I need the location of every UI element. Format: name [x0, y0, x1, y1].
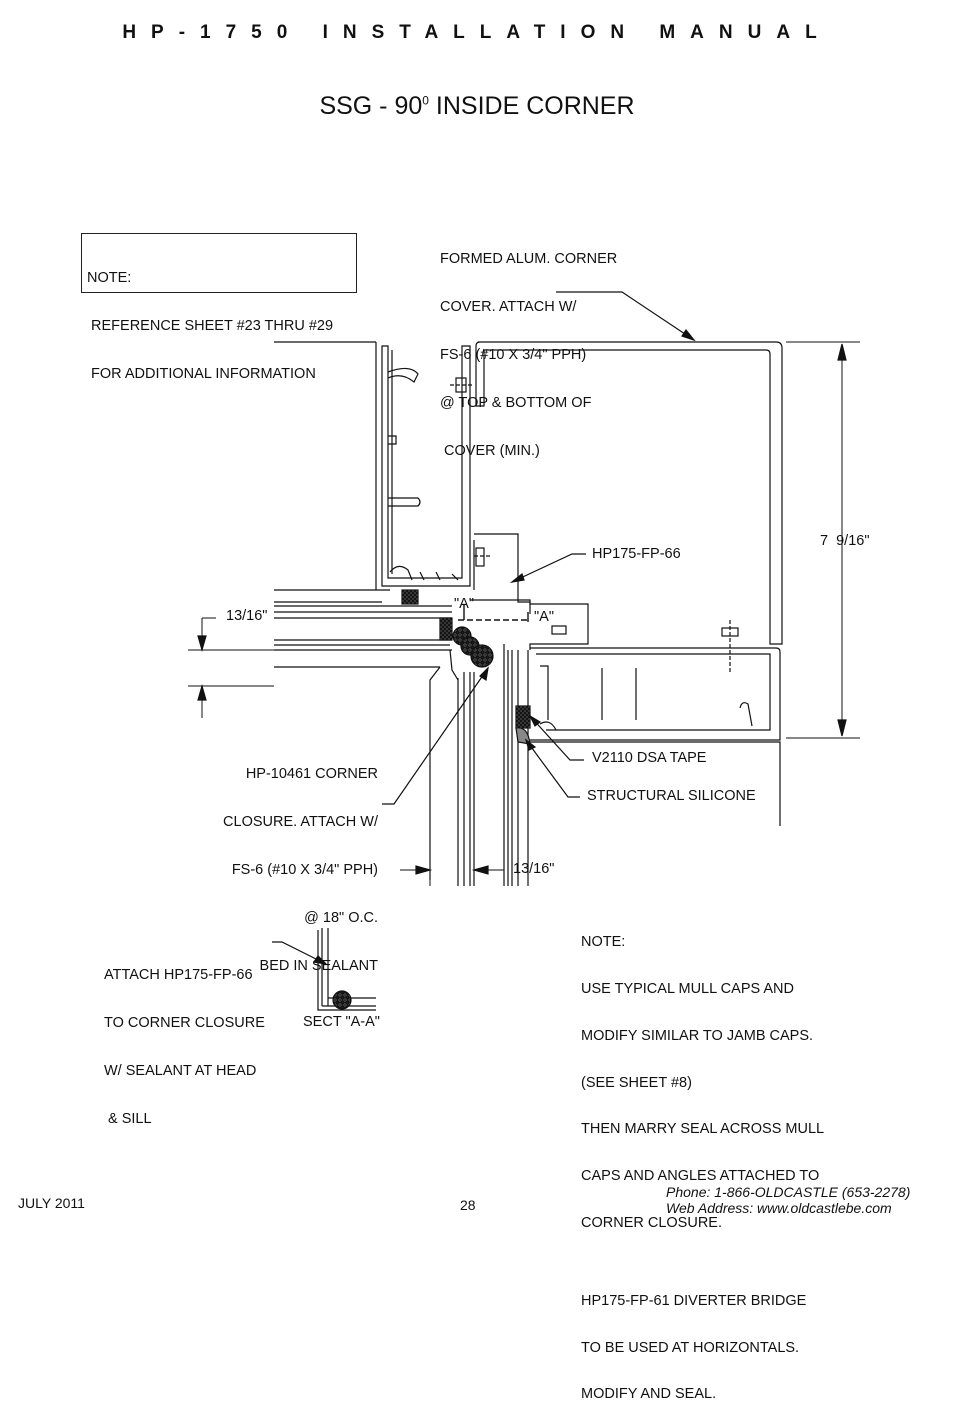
footer-phone: Phone: 1-866-OLDCASTLE (653-2278) [666, 1184, 911, 1200]
corner-closure-callout: HP-10461 CORNER CLOSURE. ATTACH W/ FS-6 … [218, 734, 378, 990]
section-aa-label: SECT "A-A" [303, 1014, 380, 1030]
callout-line: FORMED ALUM. CORNER [440, 251, 618, 267]
bottom-dim-arrow-2 [471, 865, 489, 875]
note-line: TO BE USED AT HORIZONTALS. [581, 1339, 800, 1356]
corner-cover-callout: FORMED ALUM. CORNER COVER. ATTACH W/ FS-… [440, 219, 617, 475]
screw-right-2 [551, 625, 567, 635]
dsa-tape-callout: V2110 DSA TAPE [592, 750, 707, 766]
section-detail-gasket [332, 990, 352, 1010]
callout-line: CLOSURE. ATTACH W/ [223, 814, 378, 830]
glass-diagonal-1 [429, 666, 441, 880]
callout-line: & SILL [104, 1111, 152, 1127]
silicone-leader [525, 739, 580, 798]
corner-cover-arrow [681, 328, 696, 342]
note-line: HP175-FP-61 DIVERTER BRIDGE [581, 1292, 807, 1309]
reference-note-box [81, 233, 357, 293]
mullion-fin-3 [388, 435, 397, 445]
silicone-callout: STRUCTURAL SILICONE [587, 788, 756, 804]
reference-note-line: FOR ADDITIONAL INFORMATION [87, 366, 316, 382]
left-mullion [381, 345, 471, 587]
right-mullion [530, 647, 781, 741]
corner-closure-arrow [479, 666, 489, 682]
callout-line: TO CORNER CLOSURE [104, 1015, 265, 1031]
right-mullion-fin [540, 665, 753, 727]
footer-web: Web Address: www.oldcastlebe.com [666, 1200, 892, 1216]
bottom-dim-arrow-1 [415, 865, 433, 875]
footer-date: JULY 2011 [18, 1195, 85, 1211]
dsa-tape-leader [529, 715, 584, 761]
section-marker-right: "A" [534, 609, 554, 625]
degree-superscript: 0 [422, 93, 429, 108]
fp66-arrow [509, 572, 525, 583]
callout-line: @ 18" O.C. [304, 910, 378, 926]
note-line: MODIFY SIMILAR TO JAMB CAPS. [581, 1027, 814, 1044]
glass-diagonal-2 [449, 649, 459, 681]
note-line: CAPS AND ANGLES ATTACHED TO [581, 1168, 820, 1185]
right-mullion-bottom-line [530, 741, 781, 826]
section-detail-vertical [321, 928, 329, 1006]
reference-note-line: NOTE: [87, 270, 132, 286]
callout-line: W/ SEALANT AT HEAD [104, 1063, 257, 1079]
note-line: USE TYPICAL MULL CAPS AND [581, 980, 795, 997]
height-dim-arrow-bottom [837, 719, 847, 737]
drawing-title: SSG - 900 INSIDE CORNER [0, 92, 954, 121]
drawing-title-main: SSG - 90 [319, 92, 423, 120]
fp66-plate [474, 533, 531, 614]
inside-corner-drawing [188, 291, 860, 1011]
note-line: (SEE SHEET #8) [581, 1074, 692, 1091]
dsa-tape-arrow [528, 714, 542, 727]
height-dim-arrow-top [837, 343, 847, 361]
setting-block-top [402, 590, 418, 604]
screw-mid [475, 547, 485, 567]
callout-line: FS-6 (#10 X 3/4" PPH) [231, 862, 378, 878]
fp66-callout: HP175-FP-66 [592, 546, 681, 562]
dsa-tape-block [516, 706, 530, 728]
section-detail-arrow [312, 955, 328, 965]
setting-block-top-outline [401, 589, 419, 605]
drawing-title-rest: INSIDE CORNER [428, 92, 635, 120]
callout-line: ATTACH HP175-FP-66 [104, 967, 253, 983]
section-detail-callout: ATTACH HP175-FP-66 TO CORNER CLOSURE W/ … [104, 935, 265, 1143]
callout-line: HP-10461 CORNER [245, 766, 378, 782]
bottom-dimension-label: 13/16" [513, 861, 555, 877]
mullion-bottom [389, 565, 459, 581]
setting-block-left-outline [439, 617, 453, 641]
corner-closure-leader [382, 667, 489, 805]
silicone-arrow [524, 738, 537, 751]
corner-cover-outline [475, 341, 783, 645]
setting-block-left [440, 618, 452, 640]
note-line: CORNER CLOSURE. [581, 1214, 722, 1231]
note-line: MODIFY AND SEAL. [581, 1386, 717, 1403]
corner-cover-leader [556, 291, 695, 341]
right-mullion-inner [536, 653, 771, 731]
corner-closure-angle [470, 599, 589, 650]
fp66-leader [511, 553, 586, 583]
mullion-fin-1 [387, 367, 419, 383]
note-line: NOTE: [581, 934, 626, 951]
gasket-3 [470, 644, 494, 668]
callout-line: @ TOP & BOTTOM OF [440, 395, 592, 411]
note-line: THEN MARRY SEAL ACROSS MULL [581, 1121, 825, 1138]
callout-line: FS-6 (#10 X 3/4" PPH) [440, 347, 587, 363]
callout-line: COVER. ATTACH W/ [440, 299, 577, 315]
reference-note-line: REFERENCE SHEET #23 THRU #29 [87, 318, 334, 334]
left-dim-arrow-1 [197, 635, 207, 653]
section-detail-leader [272, 941, 327, 965]
mullion-fin-2 [388, 497, 421, 507]
height-dimension-label: 7 9/16" [820, 533, 870, 549]
page-number: 28 [460, 1197, 476, 1213]
manual-header: HP-1750 INSTALLATION MANUAL [122, 22, 832, 43]
left-dim-arrow-2 [197, 683, 207, 701]
left-dimension-label: 13/16" [226, 608, 268, 624]
glass-right-edge [539, 721, 557, 731]
reference-note: NOTE: REFERENCE SHEET #23 THRU #29 FOR A… [87, 238, 333, 398]
